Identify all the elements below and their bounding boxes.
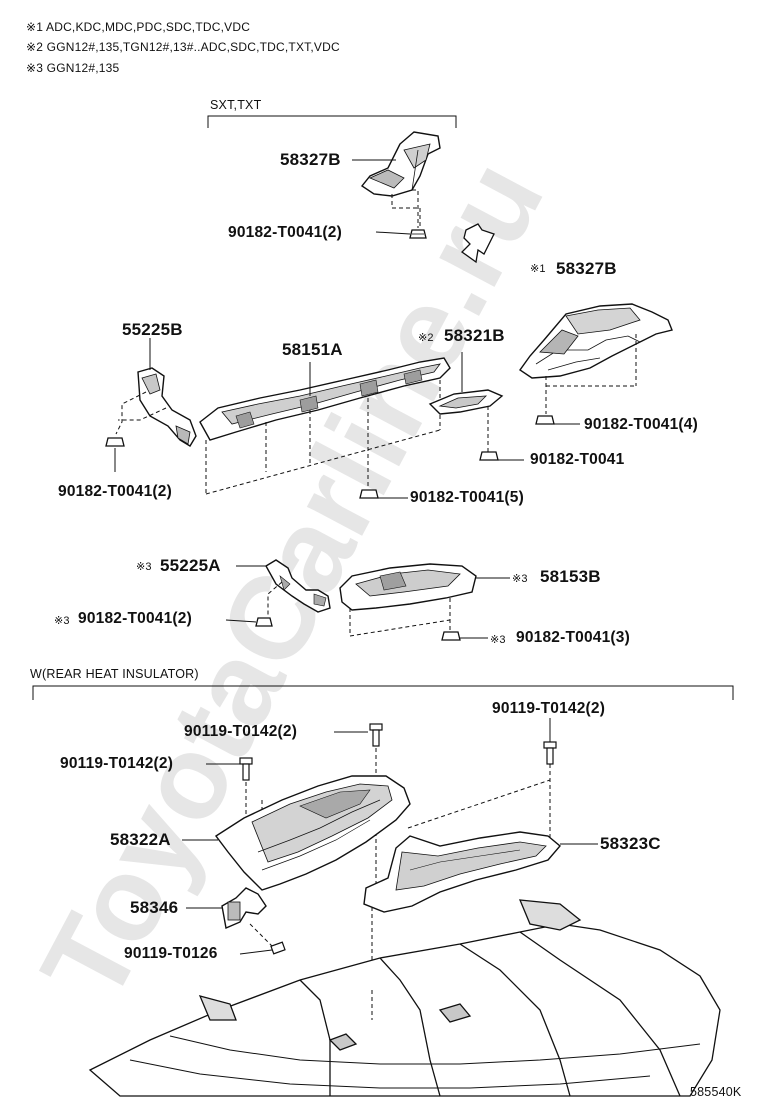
part-58327B-right-shape bbox=[519, 303, 673, 379]
bolt-icon bbox=[543, 741, 557, 765]
note-mark-3: ※3 bbox=[136, 561, 152, 573]
clip-icon bbox=[479, 451, 499, 461]
part-label-58321B[interactable]: 58321B bbox=[444, 326, 505, 345]
part-55225B-shape bbox=[137, 367, 197, 447]
part-label-58322A[interactable]: 58322A bbox=[110, 830, 171, 849]
part-58151A-shape bbox=[199, 357, 451, 441]
part-label-bolt-left[interactable]: 90119-T0142(2) bbox=[60, 755, 174, 772]
part-label-55225B[interactable]: 55225B bbox=[122, 320, 183, 339]
note-mark-3: ※3 bbox=[490, 634, 506, 646]
group-bracket-rear bbox=[32, 685, 734, 700]
part-label-58346[interactable]: 58346 bbox=[130, 898, 179, 917]
bolt-icon bbox=[270, 941, 286, 955]
part-label-58327B-right[interactable]: 58327B bbox=[556, 259, 617, 278]
part-label-58153B[interactable]: 58153B bbox=[540, 567, 601, 586]
part-58153B-shape bbox=[339, 563, 477, 611]
part-label-58323C[interactable]: 58323C bbox=[600, 834, 661, 853]
part-label-fastener-58153B[interactable]: 90182-T0041(3) bbox=[516, 629, 630, 646]
part-label-fastener-top[interactable]: 90182-T0041(2) bbox=[228, 224, 342, 241]
clip-icon bbox=[441, 631, 461, 641]
part-label-fastener-right[interactable]: 90182-T0041(4) bbox=[584, 416, 698, 433]
group-label-sxt-txt: SXT,TXT bbox=[210, 98, 262, 112]
note-1: ※1 ADC,KDC,MDC,PDC,SDC,TDC,VDC bbox=[26, 20, 251, 34]
bolt-icon bbox=[239, 757, 253, 781]
vehicle-frame-shape bbox=[88, 899, 721, 1097]
note-3: ※3 GGN12#,135 bbox=[26, 61, 120, 75]
part-label-55225A[interactable]: 55225A bbox=[160, 556, 221, 575]
clip-icon bbox=[105, 437, 125, 447]
part-label-fastener-left[interactable]: 90182-T0041(2) bbox=[58, 483, 172, 500]
note-2: ※2 GGN12#,135,TGN12#,13#..ADC,SDC,TDC,TX… bbox=[26, 40, 340, 54]
clip-icon bbox=[359, 489, 379, 499]
part-58346-shape bbox=[221, 887, 267, 929]
diagram-code: 585540K bbox=[690, 1085, 742, 1099]
clip-icon bbox=[409, 229, 427, 239]
part-label-bolt-top[interactable]: 90119-T0142(2) bbox=[184, 723, 298, 740]
part-label-bolt-right[interactable]: 90119-T0142(2) bbox=[492, 700, 606, 717]
part-label-fastener-58321B[interactable]: 90182-T0041 bbox=[530, 451, 625, 468]
part-label-58151A[interactable]: 58151A bbox=[282, 340, 343, 359]
note-mark-2: ※2 bbox=[418, 332, 434, 344]
part-label-bolt-58346[interactable]: 90119-T0126 bbox=[124, 945, 218, 962]
clip-icon bbox=[255, 617, 273, 627]
group-bracket-sxt-txt bbox=[207, 115, 457, 128]
part-label-fastener-55225A[interactable]: 90182-T0041(2) bbox=[78, 610, 192, 627]
direction-arrow-icon bbox=[460, 223, 495, 264]
note-mark-3: ※3 bbox=[54, 615, 70, 627]
part-label-58327B-top[interactable]: 58327B bbox=[280, 150, 341, 169]
part-label-fastener-mid[interactable]: 90182-T0041(5) bbox=[410, 489, 524, 506]
part-55225A-shape bbox=[265, 559, 331, 613]
note-mark-3: ※3 bbox=[512, 573, 528, 585]
part-58323C-shape bbox=[363, 831, 561, 913]
group-label-rear-heat-insulator: W(REAR HEAT INSULATOR) bbox=[30, 667, 199, 681]
clip-icon bbox=[535, 415, 555, 425]
part-58322A-shape bbox=[214, 775, 411, 891]
note-mark-1: ※1 bbox=[530, 263, 546, 275]
part-58321B-shape bbox=[428, 389, 504, 415]
bolt-icon bbox=[369, 723, 383, 747]
